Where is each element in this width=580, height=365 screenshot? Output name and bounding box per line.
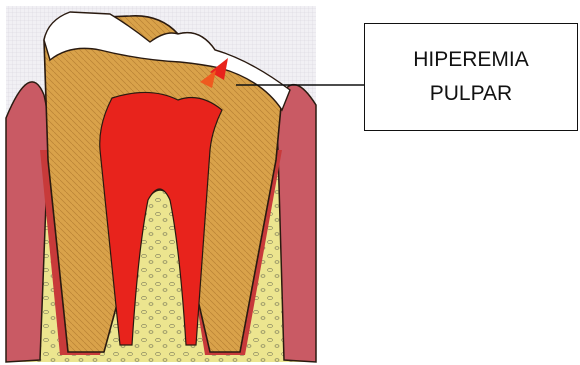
gum-left [6,82,49,362]
label-line-2: PULPAR [430,77,512,111]
label-line-1: HIPEREMIA [413,43,529,77]
gum-right [278,85,317,362]
hiperemia-pulpar-label: HIPEREMIA PULPAR [364,23,578,131]
